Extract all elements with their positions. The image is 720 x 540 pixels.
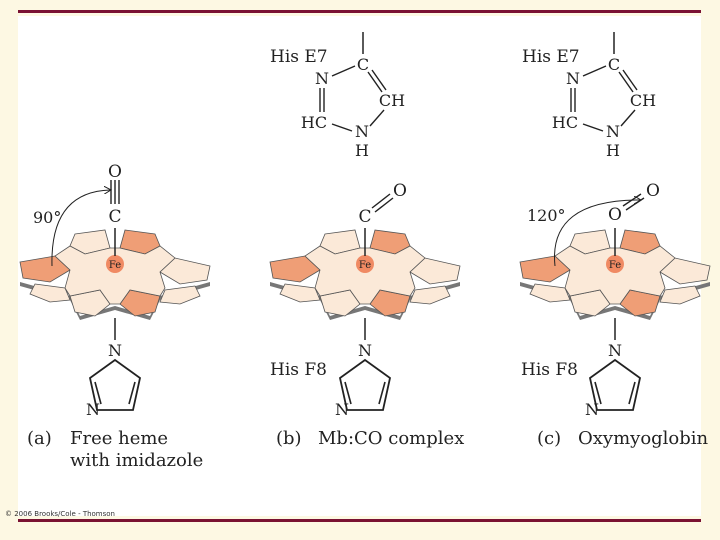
- angle-arc-c: [554, 200, 640, 267]
- e7-bond-cch-c: [618, 71, 634, 93]
- his-e7-nh-n-b: N: [355, 122, 369, 141]
- his-e7-label-b: His E7: [270, 47, 328, 67]
- fe-label-b: Fe: [359, 260, 371, 271]
- e7-bond-cn-b: [331, 65, 356, 77]
- oxygen2-label-c: O: [646, 181, 660, 201]
- his-e7-n-b: N: [315, 69, 329, 88]
- his-e7-hc-b: HC: [301, 113, 327, 132]
- co-bond-b-1: [371, 193, 391, 209]
- e7-bond-chn-c: [620, 109, 636, 127]
- panel-b: His E7 C N CH HC N H Fe C O His F8 N N: [269, 32, 461, 419]
- his-e7-nh-n-c: N: [606, 122, 620, 141]
- his-f8-label-b: His F8: [270, 360, 327, 380]
- imidazole-n3-b: N: [335, 400, 349, 419]
- his-e7-nh-h-c: H: [606, 141, 620, 160]
- e7-bond-chn-b: [369, 109, 385, 127]
- fe-label-a: Fe: [109, 260, 121, 271]
- carbon-label-a: C: [108, 207, 121, 227]
- his-e7-nh-h-b: H: [355, 141, 369, 160]
- caption-a-letter: (a): [27, 428, 52, 449]
- e7-bond-cch2-c: [622, 69, 638, 91]
- his-e7-n-c: N: [566, 69, 580, 88]
- e7-bond-hcn-b: [331, 123, 353, 132]
- caption-b-letter: (b): [276, 428, 302, 449]
- carbon-label-b: C: [358, 207, 371, 227]
- bottom-rule: [18, 519, 701, 522]
- his-e7-hc-c: HC: [552, 113, 578, 132]
- angle-label-c: 120°: [527, 206, 566, 225]
- imidazole-n1-b: N: [358, 341, 372, 360]
- his-e7-ch-c: CH: [630, 91, 656, 110]
- imidazole-n1-c: N: [608, 341, 622, 360]
- copyright-notice: © 2006 Brooks/Cole - Thomson: [5, 510, 115, 518]
- his-e7-c-c: C: [608, 55, 620, 74]
- e7-bond-cch2-b: [371, 69, 387, 91]
- caption-b-line1: Mb:CO complex: [318, 428, 465, 449]
- top-rule: [18, 10, 701, 13]
- oxygen1-label-c: O: [608, 205, 622, 225]
- panel-c: His E7 C N CH HC N H Fe O O 120° His F8 …: [519, 32, 711, 419]
- oxygen-label-a: O: [108, 162, 122, 182]
- imidazole-n3-c: N: [585, 400, 599, 419]
- angle-label-a: 90°: [33, 208, 61, 227]
- caption-a-line1: Free heme: [70, 428, 169, 449]
- panel-a: Fe C O 90° N N: [19, 162, 211, 419]
- e7-bond-hcn-c: [582, 123, 604, 132]
- oxygen-label-b: O: [393, 181, 407, 201]
- e7-bond-cch-b: [367, 71, 383, 93]
- caption-c-letter: (c): [537, 428, 562, 449]
- his-e7-ch-b: CH: [379, 91, 405, 110]
- his-f8-label-c: His F8: [521, 360, 578, 380]
- fe-label-c: Fe: [609, 260, 621, 271]
- imidazole-n1-a: N: [108, 341, 122, 360]
- imidazole-n3-a: N: [86, 400, 100, 419]
- his-e7-c-b: C: [357, 55, 369, 74]
- angle-arc-a: [51, 190, 110, 267]
- his-e7-label-c: His E7: [522, 47, 580, 67]
- caption-c-line1: Oxymyoglobin: [578, 428, 709, 449]
- co-bond-b-2: [374, 197, 394, 213]
- e7-bond-cn-c: [582, 65, 607, 77]
- caption-a-line2: with imidazole: [70, 450, 204, 471]
